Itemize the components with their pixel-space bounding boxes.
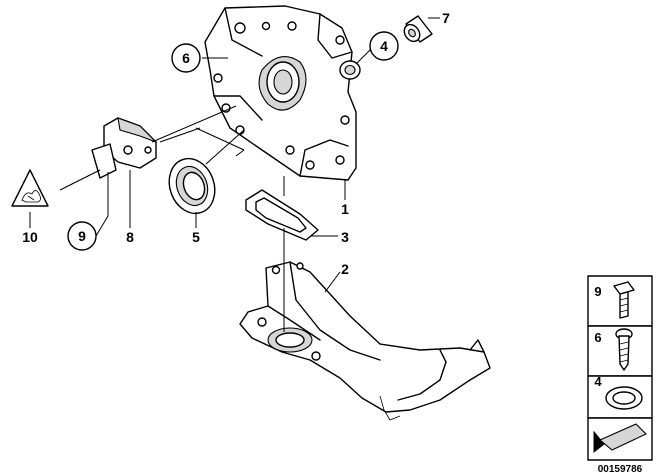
callout-9-label: 9 xyxy=(78,228,86,244)
reference-number: 00159786 xyxy=(598,464,643,475)
oil-pump-housing[interactable] xyxy=(204,5,361,181)
warning-label-icon xyxy=(11,169,49,207)
callout-8-label: 8 xyxy=(126,229,134,245)
callout-10[interactable]: 10 xyxy=(22,229,38,245)
bush-sleeve[interactable] xyxy=(401,15,433,44)
callout-5-label: 5 xyxy=(192,229,200,245)
callout-2[interactable]: 2 xyxy=(341,261,349,277)
legend-item-bolt-9-label: 9 xyxy=(594,284,601,299)
callout-1-label: 1 xyxy=(341,201,349,217)
gasket[interactable] xyxy=(245,189,319,241)
direction-arrow-icon xyxy=(593,423,647,454)
leader-lines xyxy=(29,17,440,332)
callout-1[interactable]: 1 xyxy=(341,201,349,217)
shaft-seal-ring[interactable] xyxy=(162,152,222,220)
callout-6-label: 6 xyxy=(182,50,190,66)
callout-4-label: 4 xyxy=(380,38,388,54)
callout-5[interactable]: 5 xyxy=(192,229,200,245)
callout-6[interactable]: 6 xyxy=(171,43,201,73)
callout-7-label: 7 xyxy=(442,10,450,26)
callout-8[interactable]: 8 xyxy=(126,229,134,245)
callout-9[interactable]: 9 xyxy=(67,221,97,251)
callout-3[interactable]: 3 xyxy=(341,229,349,245)
legend-item-seal-4-label: 4 xyxy=(594,374,602,389)
callout-2-label: 2 xyxy=(341,261,349,277)
oil-suction-pipe[interactable] xyxy=(239,261,491,421)
legend-item-bolt-9[interactable]: 9 xyxy=(594,281,635,319)
oil-level-sensor[interactable] xyxy=(91,117,157,179)
legend-item-bolt-6-label: 6 xyxy=(594,330,601,345)
legend-item-bolt-6[interactable]: 6 xyxy=(594,328,633,371)
callout-10-label: 10 xyxy=(22,229,38,245)
callout-4[interactable]: 4 xyxy=(369,31,399,61)
callout-7[interactable]: 7 xyxy=(442,10,450,26)
callout-3-label: 3 xyxy=(341,229,349,245)
legend-item-seal-4[interactable]: 4 xyxy=(594,374,643,410)
